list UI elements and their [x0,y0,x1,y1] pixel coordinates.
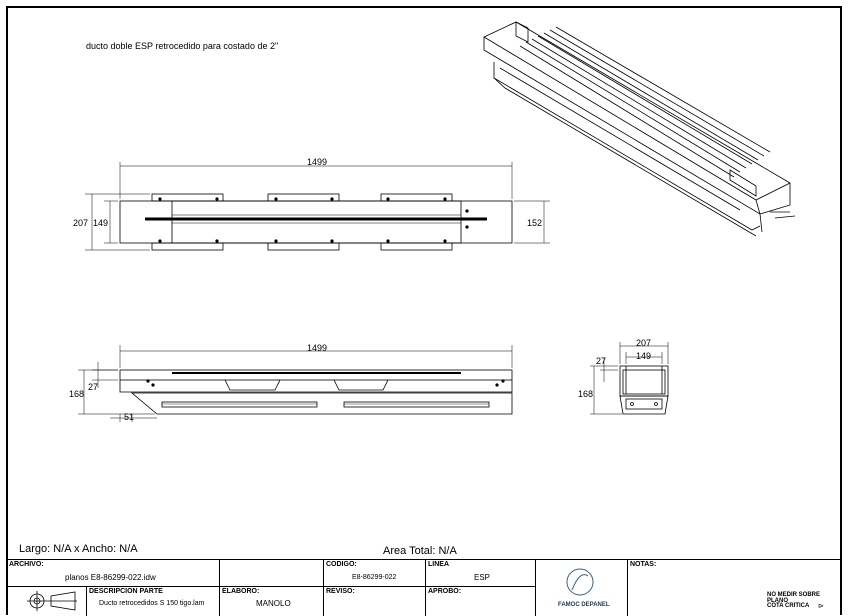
logo-text: FAMOC DEPANEL [558,602,610,608]
linea-value: ESP [474,573,491,582]
reviso-label: REVISO: [326,588,355,595]
blank-cell [220,560,324,587]
dim-top-right-height: 152 [527,218,543,228]
elaboro-label: ELABORO: [222,588,260,595]
dim-front-bottom: 51 [124,412,135,422]
dim-side-inner: 149 [636,351,652,361]
isometric-view [483,21,796,237]
aprobo-label: APROBO: [428,588,462,595]
descripcion-cell: DESCRIPCION PARTE Ducto retrocedidos S 1… [87,587,220,616]
top-view [85,162,550,251]
dim-top-height-inner: 149 [93,218,109,228]
notas-label: NOTAS: [630,561,657,568]
dim-side-width: 207 [636,338,652,348]
dim-side-offset: 27 [596,356,607,366]
codigo-label: CODIGO: [326,561,357,568]
sheet-border [6,6,842,615]
front-view [78,345,513,422]
linea-label: LINEA [428,561,449,568]
notas-cell: NOTAS: NO MEDIR SOBRE PLANO COTA CRITICA… [628,560,842,616]
descripcion-label: DESCRIPCION PARTE [89,588,163,595]
projection-symbol-icon [27,591,77,611]
title-block: ARCHIVO: planos E8-86299-022.idw DESCRIP… [7,559,842,616]
cota-critica-text: COTA CRITICA [767,603,810,609]
dim-front-offset: 27 [88,382,99,392]
cota-critica-icon: ⊳ [818,603,824,610]
largo-ancho-label: Largo: N/A x Ancho: N/A [19,543,138,555]
dim-top-height-outer: 207 [73,218,89,228]
linea-cell: LINEA ESP [426,560,536,587]
codigo-value: E8-86299-022 [352,574,397,581]
dim-side-height: 168 [578,389,594,399]
descripcion-value: Ducto retrocedidos S 150 tigo.lam [99,600,205,607]
dim-top-length: 1499 [307,157,328,167]
company-logo-icon [566,568,594,596]
aprobo-cell: APROBO: [426,587,536,616]
dim-front-height: 168 [69,389,85,399]
view-symbol-cell [7,587,87,616]
drawing-note: ducto doble ESP retrocedido para costado… [86,41,279,51]
side-view [590,342,669,415]
no-medir-text: NO MEDIR SOBRE PLANO [767,592,821,604]
archivo-cell: ARCHIVO: planos E8-86299-022.idw [7,560,220,587]
reviso-cell: REVISO: [324,587,426,616]
logo-cell: FAMOC DEPANEL [536,560,628,616]
archivo-label: ARCHIVO: [9,561,44,568]
elaboro-cell: ELABORO: MANOLO [220,587,324,616]
dim-front-length: 1499 [307,343,328,353]
area-total-label: Area Total: N/A [383,545,457,557]
codigo-cell: CODIGO: E8-86299-022 [324,560,426,587]
elaboro-value: MANOLO [256,599,291,608]
archivo-value: planos E8-86299-022.idw [65,573,156,582]
